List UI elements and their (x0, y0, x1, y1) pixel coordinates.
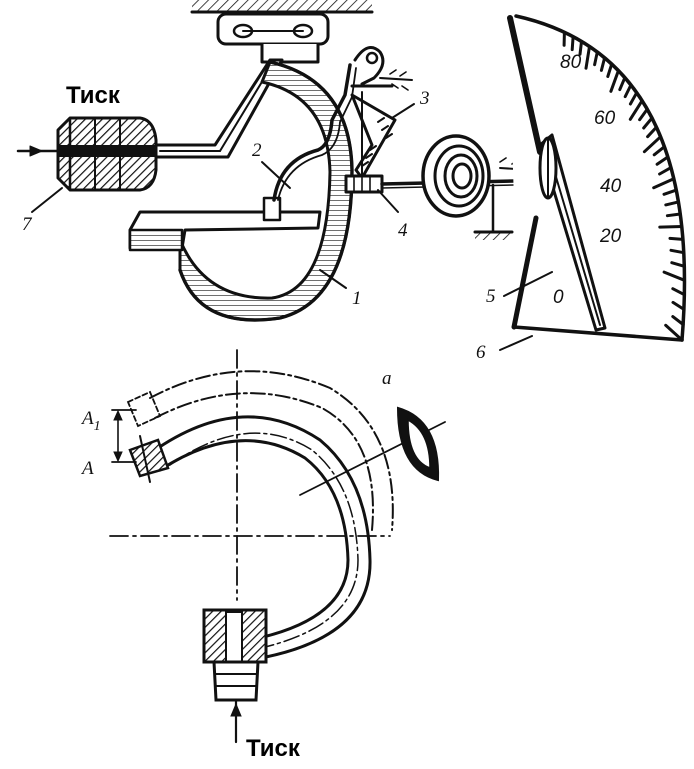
label-part-3: 3 (419, 88, 430, 109)
dial-tick (642, 116, 654, 130)
label-section-a: a (382, 368, 392, 389)
inlet-fitting-7 (16, 58, 284, 192)
dial-face-6 (507, 14, 687, 342)
dial-tick (664, 200, 680, 207)
dial-label-80: 80 (560, 52, 582, 73)
label-part-2: 2 (252, 140, 262, 161)
dial-tick (670, 261, 686, 268)
dial-tick (669, 248, 686, 255)
bottom-fitting (202, 608, 268, 744)
dial-tick (658, 166, 673, 176)
dial-tick (609, 69, 620, 93)
label-part-6: 6 (476, 342, 486, 363)
pointer-5 (538, 133, 607, 332)
dial-tick (638, 107, 649, 122)
dial-tick (668, 236, 685, 241)
pressure-label-top: Тиск (66, 82, 121, 109)
dial-tick (664, 323, 684, 342)
dial-tick (662, 188, 678, 196)
dial-tick (671, 287, 686, 297)
label-part-7: 7 (22, 214, 33, 235)
dial-tick (671, 315, 685, 326)
bourdon-tube-1 (128, 60, 354, 322)
dial-tick (652, 145, 666, 157)
label-position-a1: A1 (80, 408, 101, 434)
dial-label-40: 40 (600, 176, 622, 197)
dial-tick (662, 270, 686, 282)
dial-tick (628, 99, 644, 121)
label-position-a: A (80, 458, 94, 479)
dial-tick (628, 91, 639, 106)
dial-tick (623, 83, 633, 99)
dial-tick (642, 135, 663, 154)
ceiling-mount (190, 0, 374, 64)
label-part-1: 1 (352, 288, 362, 309)
dial-tick (584, 45, 591, 70)
dial-tick (599, 56, 607, 72)
labels: Тиск Тиск 7 2 3 4 1 5 6 A1 A a 0 20 40 6… (22, 52, 622, 762)
dial-tick (655, 155, 670, 166)
dial-tick (570, 35, 575, 52)
tube-schematic (109, 349, 446, 744)
cross-section-a (299, 406, 446, 496)
dial-tick (578, 39, 583, 56)
dial-tick (652, 177, 676, 190)
dial-tick (618, 76, 627, 92)
dial-tick (593, 50, 599, 67)
dial-tick (646, 125, 658, 139)
gauge-mechanism (16, 0, 687, 351)
label-part-4: 4 (398, 220, 408, 241)
dial-ticks (562, 30, 686, 342)
dial-tick (671, 300, 686, 311)
dial-label-20: 20 (599, 226, 622, 247)
hairspring (421, 134, 533, 240)
pressure-label-bottom: Тиск (246, 735, 301, 762)
sector-gear-3 (350, 46, 413, 181)
dial-label-0: 0 (553, 287, 564, 308)
dial-tick (606, 62, 614, 78)
dial-tick (665, 212, 682, 218)
label-part-5: 5 (486, 286, 496, 307)
leader-lines (31, 103, 553, 351)
dial-tick (658, 225, 684, 229)
link-rod-2 (272, 63, 357, 202)
dial-label-60: 60 (594, 108, 616, 129)
